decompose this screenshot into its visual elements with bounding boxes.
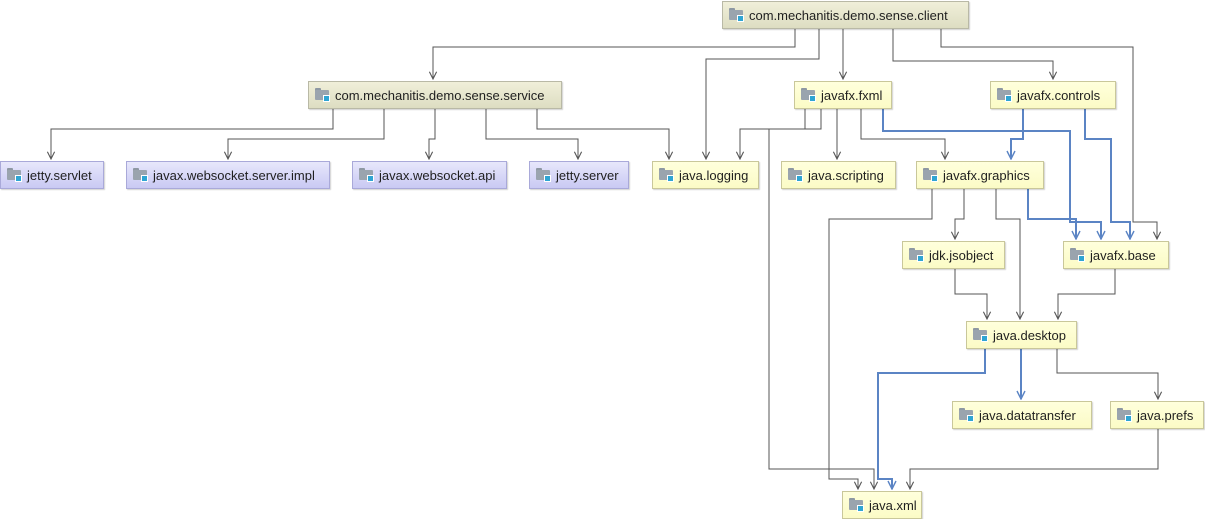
module-node-javafx-base[interactable]: javafx.base bbox=[1063, 241, 1169, 269]
module-folder-icon bbox=[801, 88, 817, 102]
edge-fxml-to-xml bbox=[768, 109, 874, 489]
module-node-javafx-controls[interactable]: javafx.controls bbox=[990, 81, 1116, 109]
module-label: com.mechanitis.demo.sense.client bbox=[749, 7, 948, 23]
module-label: javafx.controls bbox=[1017, 87, 1101, 103]
module-label: java.scripting bbox=[808, 167, 884, 183]
edge-client-to-service bbox=[433, 29, 796, 79]
edge-fxml-to-graphics bbox=[860, 109, 945, 159]
module-folder-icon bbox=[997, 88, 1013, 102]
module-node-java-prefs[interactable]: java.prefs bbox=[1110, 401, 1204, 429]
module-node-javafx-graphics[interactable]: javafx.graphics bbox=[916, 161, 1044, 189]
edge-graphics-to-base bbox=[1027, 189, 1076, 239]
module-node-java-xml[interactable]: java.xml bbox=[842, 491, 922, 519]
module-label: javax.websocket.server.impl bbox=[153, 167, 315, 183]
module-node-service[interactable]: com.mechanitis.demo.sense.service bbox=[308, 81, 562, 109]
edge-client-to-base bbox=[940, 29, 1157, 239]
edge-graphics-to-desktop bbox=[995, 189, 1020, 319]
module-label: jetty.servlet bbox=[27, 167, 92, 183]
module-label: com.mechanitis.demo.sense.service bbox=[335, 87, 545, 103]
module-node-java-datatransfer[interactable]: java.datatransfer bbox=[952, 401, 1092, 429]
edge-client-to-controls bbox=[892, 29, 1053, 79]
edge-graphics-to-xml bbox=[828, 189, 933, 489]
module-node-java-logging[interactable]: java.logging bbox=[652, 161, 759, 189]
edge-service-to-jettyservlet bbox=[51, 109, 334, 159]
module-node-javax-websocket-api[interactable]: javax.websocket.api bbox=[352, 161, 507, 189]
module-folder-icon bbox=[788, 168, 804, 182]
module-node-javafx-fxml[interactable]: javafx.fxml bbox=[794, 81, 892, 109]
edge-desktop-to-xml bbox=[877, 349, 986, 489]
module-label: java.prefs bbox=[1137, 407, 1194, 423]
module-folder-icon bbox=[973, 328, 989, 342]
module-node-jetty-servlet[interactable]: jetty.servlet bbox=[0, 161, 104, 189]
module-node-javax-websocket-server-impl[interactable]: javax.websocket.server.impl bbox=[126, 161, 330, 189]
module-label: java.logging bbox=[679, 167, 749, 183]
edge-fxml-to-logging bbox=[740, 109, 822, 159]
module-folder-icon bbox=[659, 168, 675, 182]
module-folder-icon bbox=[1070, 248, 1086, 262]
module-label: jdk.jsobject bbox=[929, 247, 994, 263]
edge-desktop-to-prefs bbox=[1056, 349, 1158, 399]
module-folder-icon bbox=[359, 168, 375, 182]
edge-service-to-wsimpl bbox=[228, 109, 385, 159]
module-label: javafx.fxml bbox=[821, 87, 883, 103]
module-label: javafx.graphics bbox=[943, 167, 1030, 183]
module-node-jdk-jsobject[interactable]: jdk.jsobject bbox=[902, 241, 1005, 269]
module-node-client[interactable]: com.mechanitis.demo.sense.client bbox=[722, 1, 969, 29]
module-folder-icon bbox=[923, 168, 939, 182]
module-label: javafx.base bbox=[1090, 247, 1156, 263]
module-folder-icon bbox=[909, 248, 925, 262]
module-label: java.datatransfer bbox=[979, 407, 1076, 423]
edge-client-to-logging bbox=[706, 29, 820, 159]
module-folder-icon bbox=[729, 8, 745, 22]
module-node-java-desktop[interactable]: java.desktop bbox=[966, 321, 1077, 349]
module-label: java.xml bbox=[869, 497, 917, 513]
edge-service-to-logging bbox=[536, 109, 669, 159]
edge-service-to-wsapi bbox=[429, 109, 436, 159]
edge-jsobject-to-desktop bbox=[954, 269, 987, 319]
edge-controls-to-graphics bbox=[1011, 109, 1024, 159]
module-folder-icon bbox=[1117, 408, 1133, 422]
module-label: jetty.server bbox=[556, 167, 619, 183]
module-node-java-scripting[interactable]: java.scripting bbox=[781, 161, 896, 189]
module-label: java.desktop bbox=[993, 327, 1066, 343]
module-folder-icon bbox=[536, 168, 552, 182]
module-node-jetty-server[interactable]: jetty.server bbox=[529, 161, 629, 189]
edge-graphics-to-jsobject bbox=[955, 189, 965, 239]
module-folder-icon bbox=[133, 168, 149, 182]
module-folder-icon bbox=[849, 498, 865, 512]
module-folder-icon bbox=[7, 168, 23, 182]
module-folder-icon bbox=[315, 88, 331, 102]
module-folder-icon bbox=[959, 408, 975, 422]
edge-controls-to-base bbox=[1084, 109, 1130, 239]
edge-fxml-to-base bbox=[882, 109, 1101, 239]
edge-service-to-jettyserver bbox=[485, 109, 578, 159]
edge-prefs-to-xml bbox=[910, 429, 1159, 489]
module-label: javax.websocket.api bbox=[379, 167, 496, 183]
edge-base-to-desktop bbox=[1058, 269, 1116, 319]
